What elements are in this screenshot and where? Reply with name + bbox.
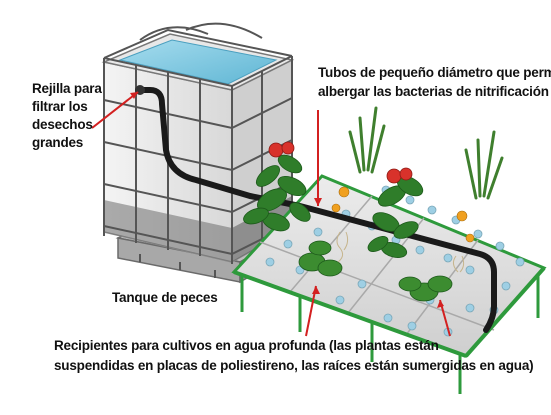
growing-bed-icon [231, 174, 547, 394]
label-recipientes: Recipientes para cultivos en agua profun… [54, 336, 534, 376]
tomato-icon [268, 141, 413, 184]
label-recipientes-line-2: suspendidas en placas de poliestireno, l… [54, 358, 534, 373]
label-tubos: Tubos de pequeño diámetro que permiten a… [318, 63, 551, 101]
label-tubos-line-2: albergar las bacterias de nitrificación [318, 84, 549, 99]
label-rejilla-line-4: grandes [32, 135, 84, 150]
label-tanque: Tanque de peces [112, 290, 218, 305]
label-rejilla-line-2: filtrar los [32, 99, 88, 114]
label-rejilla: Rejilla para filtrar los desechos grande… [32, 80, 102, 152]
plant-icon [243, 106, 504, 302]
label-rejilla-line-1: Rejilla para [32, 81, 102, 96]
pointer-recipientes-1 [305, 285, 317, 337]
label-rejilla-line-3: desechos [32, 117, 93, 132]
label-tubos-line-1: Tubos de pequeño diámetro que permiten [318, 65, 551, 80]
pointer-arrowheads [130, 92, 444, 308]
flower-icon [331, 186, 475, 243]
label-recipientes-line-1: Recipientes para cultivos en agua profun… [54, 338, 439, 353]
pointer-rejilla [91, 91, 139, 129]
